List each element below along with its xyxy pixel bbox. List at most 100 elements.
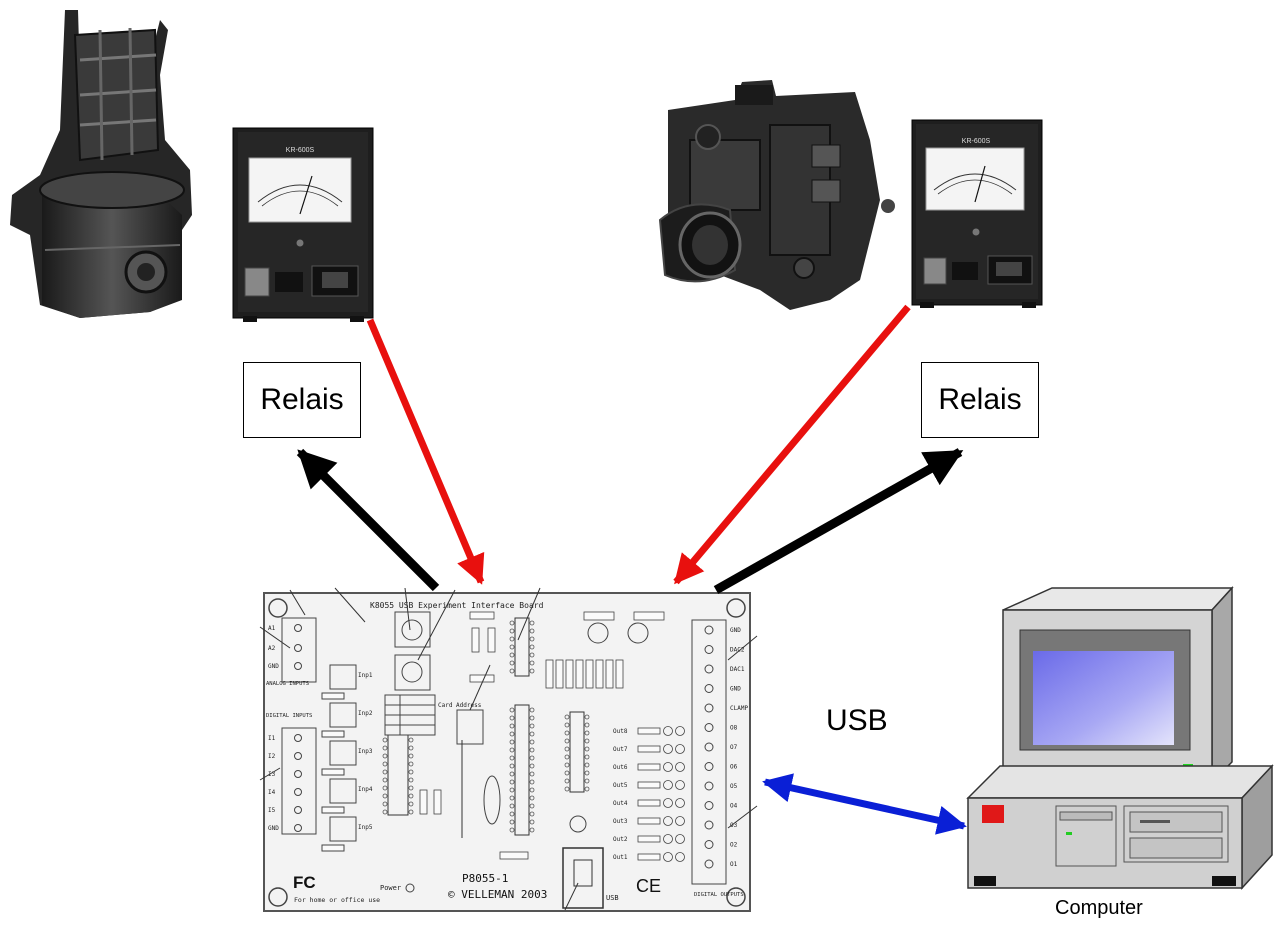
ic-pin [509,620,515,626]
ic-pin [564,722,570,728]
ic-pin [584,738,590,744]
terminal-label: I1 [268,735,276,742]
ic-pin [564,786,570,792]
ic-pin [509,827,515,833]
resistor [637,853,661,861]
ic-pin [529,787,535,793]
component [469,611,495,620]
terminal-label: O7 [730,744,738,751]
component [633,611,665,621]
ic-pin [509,755,515,761]
rotator-controller-right: KR-600S [911,119,1043,308]
led [663,762,673,772]
ic-pin [584,754,590,760]
component [471,627,480,653]
resistor [637,781,661,789]
input-label: Inp1 [358,672,373,679]
computer-illustration [966,586,1274,890]
board-title: K8055 USB Experiment Interface Board [370,601,544,610]
terminal-screw [704,723,714,732]
ic-pin [564,770,570,776]
ic-pin [584,714,590,720]
rotator-controller-left: KR-600S [232,127,374,322]
ic-pin [509,803,515,809]
fcc-logo: FC [293,873,316,892]
terminal-screw [704,684,714,693]
terminal-label: I4 [268,789,276,796]
terminal-label: DAC1 [730,666,745,673]
terminal-label: CLAMP [730,705,748,712]
terminal-screw [294,662,302,670]
card-address-label: Card Address [438,702,482,709]
analog-inputs-label: ANALOG INPUTS [266,681,309,687]
ic-pin [529,731,535,737]
component [469,674,495,683]
meter-model-label: KR-600S [962,138,991,145]
ic-pin [564,730,570,736]
terminal-label: I3 [268,771,276,778]
terminal-screw [704,625,714,635]
ic-pin [509,771,515,777]
ic-pin [529,739,535,745]
terminal-screw [704,645,714,654]
switch [329,740,357,766]
ic-pin [529,628,535,634]
ic-pin [509,723,515,729]
ic-pin [509,636,515,642]
ic-pin [408,761,414,767]
arrow-controller-right-to-board [673,304,911,585]
terminal-label: GND [268,663,279,670]
ic-pin [584,722,590,728]
ic-pin [529,636,535,642]
ic-pin [584,762,590,768]
switch [329,778,357,804]
ic-pin [509,660,515,666]
board-usb-label: USB [606,894,619,902]
resistor [605,659,614,689]
ic-pin [509,668,515,674]
terminal-screw [704,742,714,752]
ic-pin [564,762,570,768]
arrow-board-to-relais-left [296,448,440,592]
ic-pin [509,715,515,721]
ic-pin [382,753,388,759]
output-label: Out2 [613,836,628,843]
terminal-screw [294,624,302,632]
led [663,816,673,826]
ic-pin [529,771,535,777]
terminal-screw [704,703,714,713]
output-label: Out7 [613,746,628,753]
terminal-screw [294,734,302,742]
terminal-screw [294,788,302,796]
ic-pin [584,770,590,776]
ic-pin [564,746,570,752]
terminal-screw [704,762,714,771]
terminal-label: I2 [268,753,276,760]
azimuth-rotor-photo [10,10,192,318]
board-copyright: © VELLEMAN 2003 [448,888,547,901]
component [419,789,428,815]
ic-pin [529,723,535,729]
relais-box-left: Relais [243,362,361,438]
ic-pin [529,803,535,809]
led [675,780,685,790]
ic-pin [584,746,590,752]
relais-left-label: Relais [260,383,344,416]
output-label: Out8 [613,728,628,735]
usb-label: USB [826,704,888,737]
terminal-label: O8 [730,725,738,732]
resistor [637,745,661,753]
terminal-screw [294,644,302,652]
terminal-screw [704,859,714,869]
resistor [565,659,574,689]
ic-pin [529,755,535,761]
resistor [637,799,661,807]
terminal-screw [704,840,714,849]
ic-pin [408,753,414,759]
ic-pin [564,754,570,760]
led [663,834,673,844]
terminal-label: O5 [730,783,738,790]
output-label: Out1 [613,854,628,861]
resistor [321,844,345,852]
